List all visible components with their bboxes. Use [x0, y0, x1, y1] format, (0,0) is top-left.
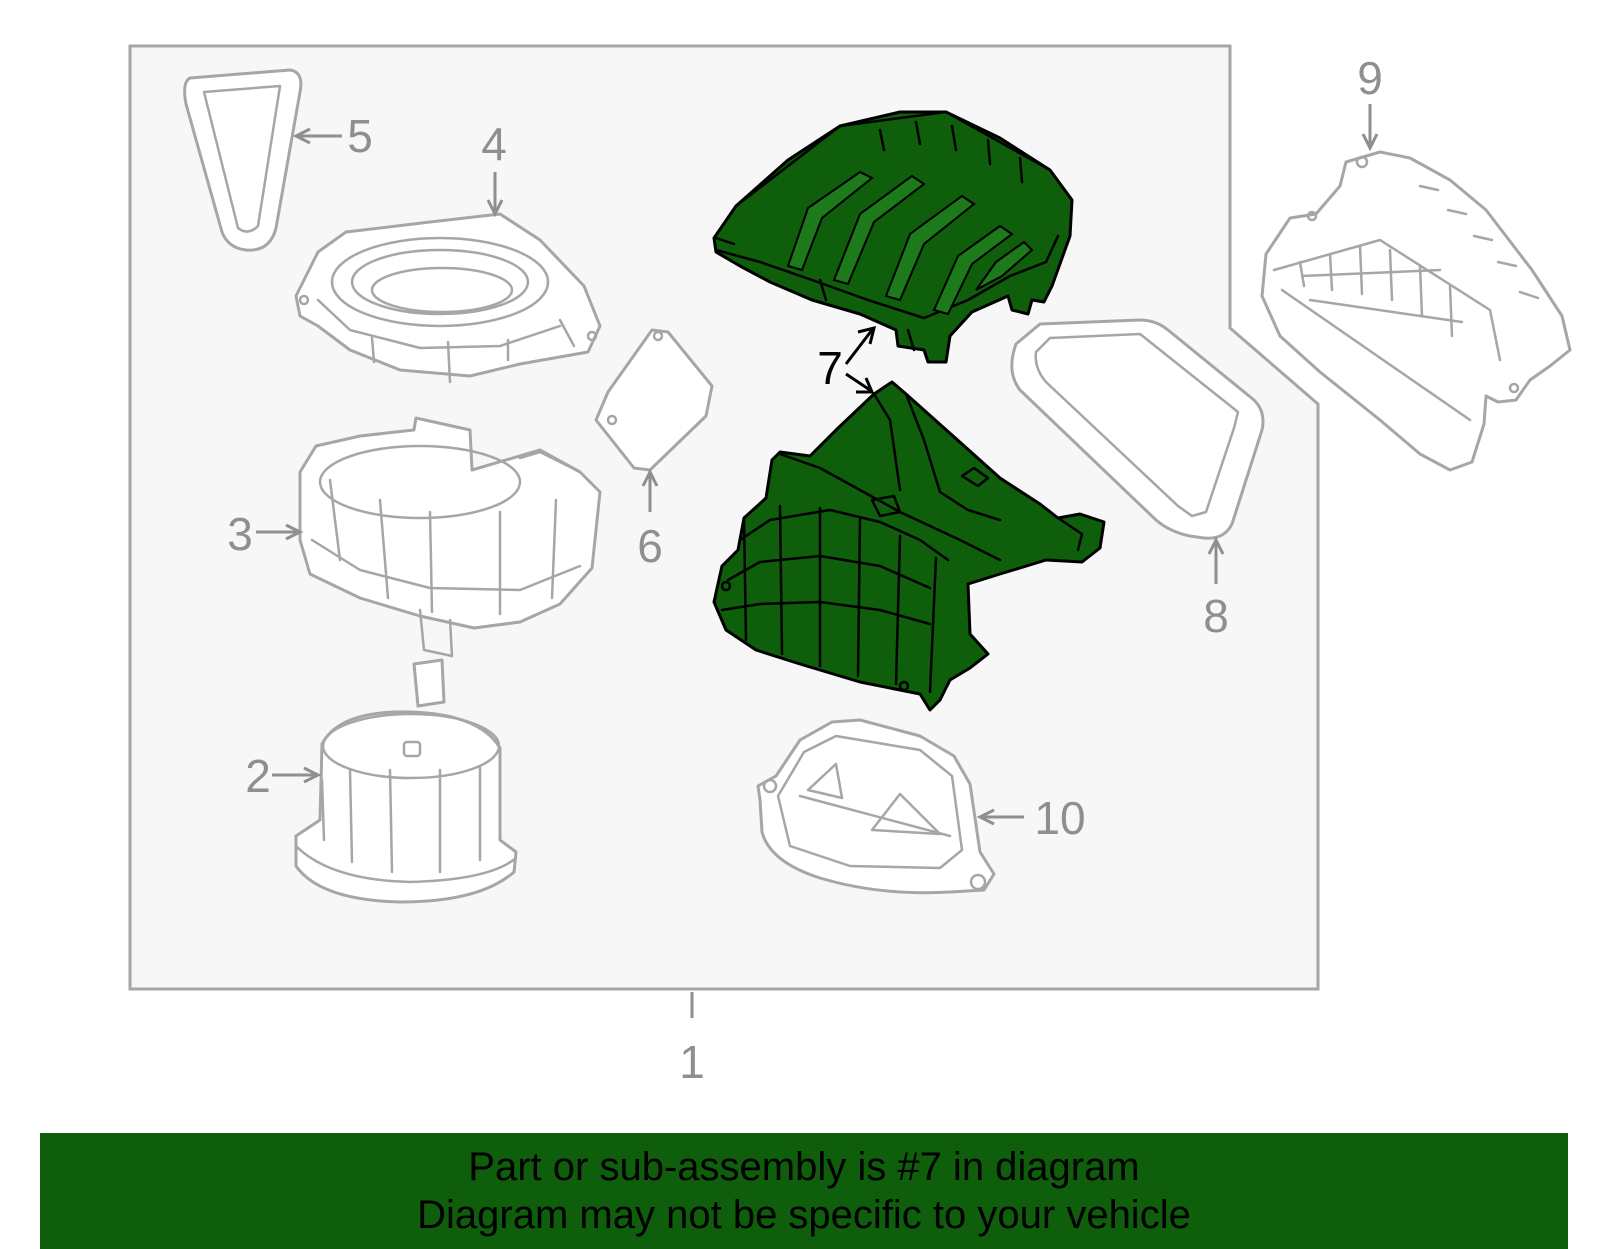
part-5-seal[interactable]	[183, 68, 303, 252]
callout-5: 5	[347, 110, 373, 162]
callout-3: 3	[227, 508, 253, 560]
part-2-blower-motor[interactable]	[294, 710, 518, 904]
part-9-duct[interactable]	[1260, 150, 1572, 472]
part-10-lower-cover[interactable]	[756, 718, 996, 895]
part-8-filter-frame[interactable]	[1010, 318, 1265, 540]
info-banner: Part or sub-assembly is #7 in diagram Di…	[40, 1133, 1568, 1249]
part-clip	[412, 658, 446, 708]
part-4-upper-housing[interactable]	[294, 212, 602, 384]
part-7-upper-case[interactable]	[712, 110, 1074, 364]
banner-line-part-number: Part or sub-assembly is #7 in diagram	[468, 1145, 1140, 1189]
callout-6: 6	[637, 520, 663, 572]
callout-leaders	[256, 104, 1379, 1018]
callout-9: 9	[1357, 52, 1383, 104]
callout-2: 2	[245, 750, 271, 802]
callout-10: 10	[1034, 792, 1085, 844]
part-7-lower-case[interactable]	[712, 380, 1106, 712]
callout-numbers: 1 2 3 4 5 6 7 8 9 10	[227, 52, 1383, 1088]
callout-7: 7	[817, 342, 843, 394]
callout-1: 1	[679, 1036, 705, 1088]
banner-line-disclaimer: Diagram may not be specific to your vehi…	[417, 1193, 1191, 1237]
callout-4: 4	[481, 118, 507, 170]
part-3-lower-housing[interactable]	[298, 416, 602, 658]
callout-8: 8	[1203, 590, 1229, 642]
